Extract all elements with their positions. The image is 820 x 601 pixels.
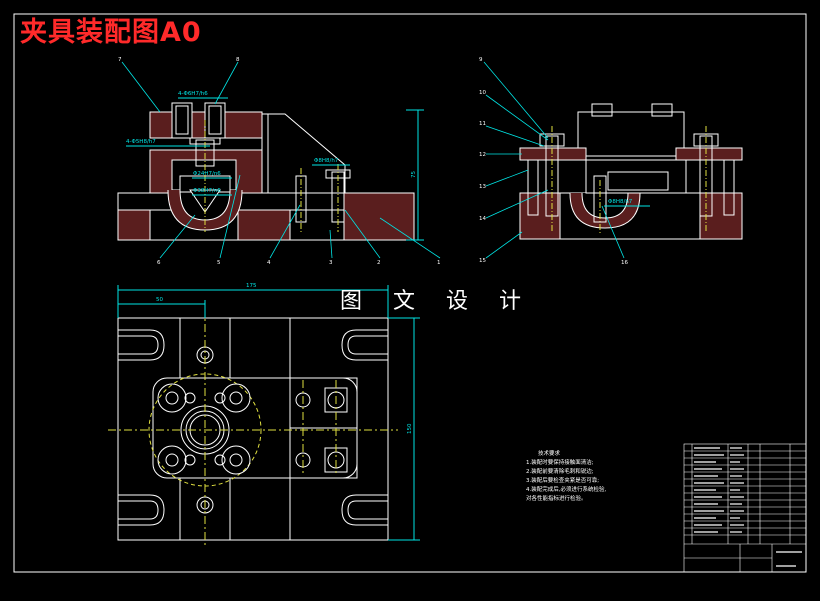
top-view — [108, 285, 420, 548]
balloon-1: 1 — [437, 260, 441, 266]
balloon-14: 14 — [479, 216, 486, 222]
dim-fit-left: 4-Φ5H8/h7 — [126, 139, 156, 145]
tech-note-item: 4.装配完成后,必须进行系统检验, — [526, 487, 607, 493]
tech-notes: 技术要求 1.装配时要保持接触面清洁; 2.装配前要清除毛刺和锐边; 3.装配后… — [526, 450, 606, 504]
top-slot-bl — [118, 494, 165, 526]
balloon-11: 11 — [479, 121, 486, 127]
balloon-6: 6 — [157, 260, 161, 266]
balloon-10: 10 — [479, 90, 486, 96]
tech-note-item: 对各性能指标进行检验。 — [526, 496, 587, 502]
balloon-7: 7 — [118, 57, 122, 63]
balloon-2: 2 — [377, 260, 381, 266]
balloon-9: 9 — [479, 57, 483, 63]
balloon-8: 8 — [236, 57, 240, 63]
side-leaders — [483, 61, 625, 259]
dim-fit-right: Φ8H8/h7 — [314, 158, 339, 164]
balloon-12: 12 — [479, 152, 486, 158]
top-slot-tr — [341, 329, 388, 361]
balloon-3: 3 — [329, 260, 333, 266]
dim-fit-mid1: Φ24H7/n6 — [193, 171, 221, 177]
drawing-frame — [13, 13, 807, 573]
dim-offset: 50 — [156, 297, 163, 303]
dim-fit-mid2: Φ38H7/n6 — [193, 188, 221, 194]
dim-fit-side: Φ8H8/h7 — [608, 199, 633, 205]
watermark-text: 图 文 设 计 — [340, 289, 533, 314]
tech-note-item: 1.装配时要保持接触面清洁; — [526, 460, 594, 466]
balloon-15: 15 — [479, 258, 486, 264]
dim-overall-width: 175 — [246, 283, 257, 289]
parts-list — [683, 443, 807, 573]
side-view — [519, 103, 743, 240]
side-clamp-right — [675, 147, 743, 161]
dim-fit-top: 4-Φ6H7/h6 — [178, 91, 208, 97]
tech-note-item: 2.装配前要清除毛刺和锐边; — [526, 469, 594, 475]
dim-height-front: 75 — [411, 171, 417, 178]
parts-list-entries — [694, 447, 802, 567]
tech-notes-heading: 技术要求 — [538, 451, 561, 457]
balloon-13: 13 — [479, 184, 486, 190]
front-view — [117, 97, 424, 241]
balloon-16: 16 — [621, 260, 628, 266]
balloon-4: 4 — [267, 260, 271, 266]
side-bolt-left — [527, 159, 539, 216]
top-slot-tl — [118, 329, 165, 361]
side-body — [577, 111, 685, 157]
tech-note-item: 3.装配后要检查夹紧是否可靠; — [526, 478, 600, 484]
top-slot-br — [341, 494, 388, 526]
front-leaders — [121, 61, 441, 259]
drawing-title: 夹具装配图A0 — [20, 17, 202, 48]
balloon-5: 5 — [217, 260, 221, 266]
dim-overall-height: 150 — [407, 423, 413, 434]
